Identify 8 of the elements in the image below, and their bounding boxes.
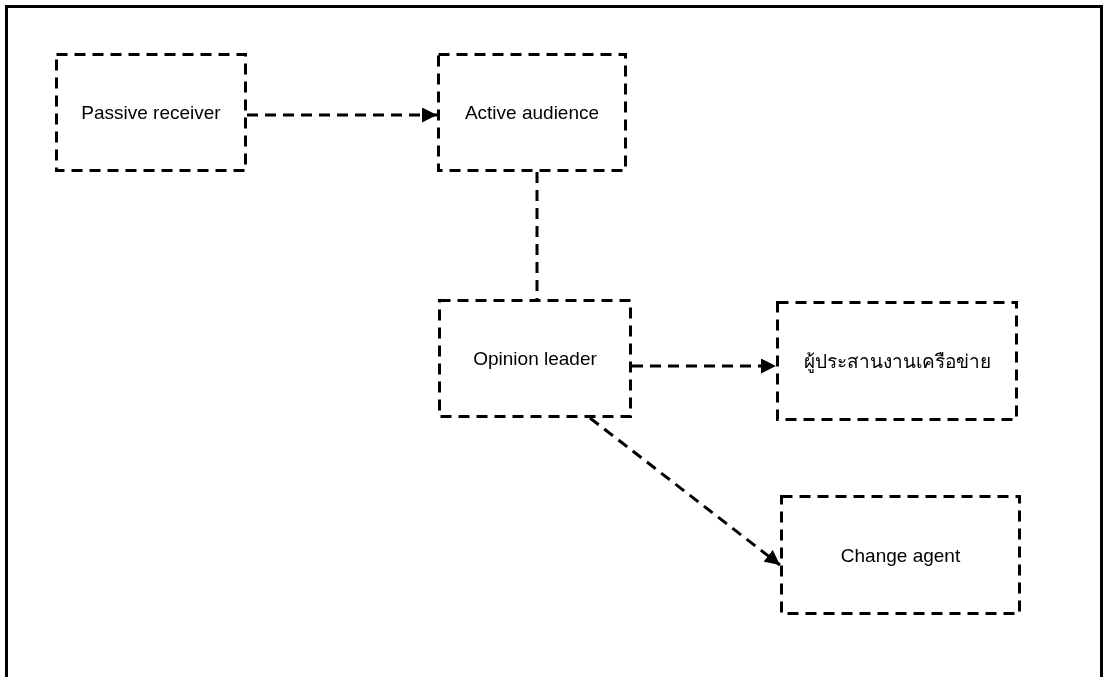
arrow — [247, 107, 437, 123]
node-label: Passive receiver — [81, 101, 221, 125]
node-label: ผู้ประสานงานเครือข่าย — [803, 349, 991, 375]
node-label: Opinion leader — [473, 347, 597, 371]
node-label: Active audience — [464, 101, 600, 125]
arrow — [632, 358, 776, 374]
arrow — [589, 416, 781, 567]
node-label: Change agent — [840, 543, 961, 568]
